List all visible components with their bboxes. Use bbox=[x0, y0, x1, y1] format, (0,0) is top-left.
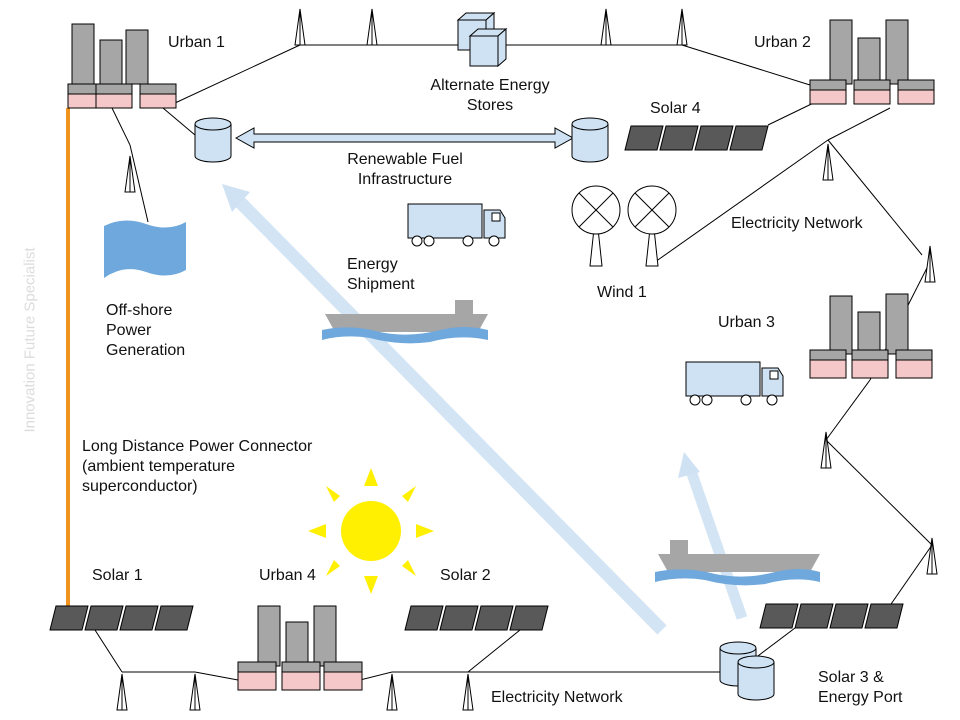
fuel-storage-icon bbox=[194, 117, 232, 163]
ship-icon bbox=[322, 300, 488, 344]
urban-1-label: Urban 1 bbox=[168, 34, 225, 51]
sun-icon bbox=[308, 468, 434, 594]
tower-icon bbox=[820, 431, 832, 469]
alternate-energy-stores-label: Alternate Energy Stores bbox=[430, 77, 550, 114]
solar-3-label: Solar 3 & Energy Port bbox=[818, 669, 903, 706]
link-urban2-tower bbox=[827, 107, 891, 141]
tower-icon bbox=[294, 8, 306, 46]
urban-3-buildings bbox=[809, 293, 933, 379]
truck-icon bbox=[407, 203, 506, 247]
urban-4-buildings bbox=[237, 605, 363, 691]
tower-icon bbox=[600, 8, 612, 46]
tower-icon bbox=[676, 8, 688, 46]
link-urban1-tower bbox=[174, 44, 301, 104]
link-urban1-down bbox=[111, 107, 131, 146]
tower-icon bbox=[924, 245, 936, 283]
link-top bbox=[681, 44, 811, 86]
fuel-storage-icon bbox=[571, 117, 609, 163]
link-tower-east bbox=[827, 139, 923, 256]
tower-icon bbox=[822, 143, 834, 181]
link-tower-offshore bbox=[129, 144, 149, 223]
port-storage-icon bbox=[719, 641, 775, 701]
link-urban3-tower bbox=[825, 379, 871, 441]
offshore-generation-icon bbox=[104, 220, 186, 278]
wind-turbine-icon bbox=[571, 185, 621, 267]
solar-4-panels bbox=[624, 125, 769, 151]
link-bottom-solar1 bbox=[94, 629, 123, 673]
link-bottom-urban4 bbox=[359, 671, 393, 681]
tower-icon bbox=[386, 673, 398, 711]
urban-4-label: Urban 4 bbox=[259, 567, 316, 584]
solar-3-panels bbox=[759, 603, 904, 629]
solar-4-label: Solar 4 bbox=[650, 100, 701, 117]
offshore-label: Off-shore Power Generation bbox=[106, 302, 186, 359]
link-urban4-tower bbox=[194, 671, 239, 681]
solar-1-label: Solar 1 bbox=[92, 567, 143, 584]
link-bottom-solar2 bbox=[467, 629, 521, 673]
energy-flow-arrow-small bbox=[678, 452, 748, 620]
energy-shipment-label: Energy Shipment bbox=[347, 256, 415, 293]
urban-3-label: Urban 3 bbox=[718, 314, 775, 331]
long-distance-connector-label: Long Distance Power Connector (ambient t… bbox=[82, 438, 313, 495]
wind-1-label: Wind 1 bbox=[597, 284, 647, 301]
tower-icon bbox=[366, 8, 378, 46]
solar-1-panels bbox=[49, 605, 194, 631]
link-urban1-store bbox=[162, 107, 196, 136]
watermark-text: Innovation Future Specialist bbox=[21, 247, 39, 433]
tower-icon bbox=[926, 537, 938, 575]
urban-2-buildings bbox=[809, 19, 935, 105]
renewable-fuel-arrow bbox=[234, 127, 575, 149]
tower-icon bbox=[189, 673, 201, 711]
solar-2-label: Solar 2 bbox=[440, 567, 491, 584]
energy-store-cubes-icon bbox=[456, 11, 508, 68]
renewable-fuel-label: Renewable Fuel Infrastructure bbox=[347, 151, 463, 188]
ship-icon bbox=[655, 540, 820, 586]
electricity-network-top-label: Electricity Network bbox=[731, 215, 863, 232]
urban-1-buildings bbox=[67, 23, 177, 109]
tower-icon bbox=[462, 673, 474, 711]
link-tower-east2 bbox=[825, 439, 933, 546]
electricity-network-bottom-label: Electricity Network bbox=[491, 689, 623, 706]
tower-icon bbox=[116, 673, 128, 711]
truck-icon bbox=[685, 361, 784, 406]
wind-turbine-icon bbox=[627, 185, 677, 267]
link-tower-wind bbox=[654, 139, 829, 263]
solar-2-panels bbox=[404, 605, 549, 631]
energy-flow-arrow bbox=[222, 184, 667, 635]
urban-2-label: Urban 2 bbox=[754, 34, 811, 51]
